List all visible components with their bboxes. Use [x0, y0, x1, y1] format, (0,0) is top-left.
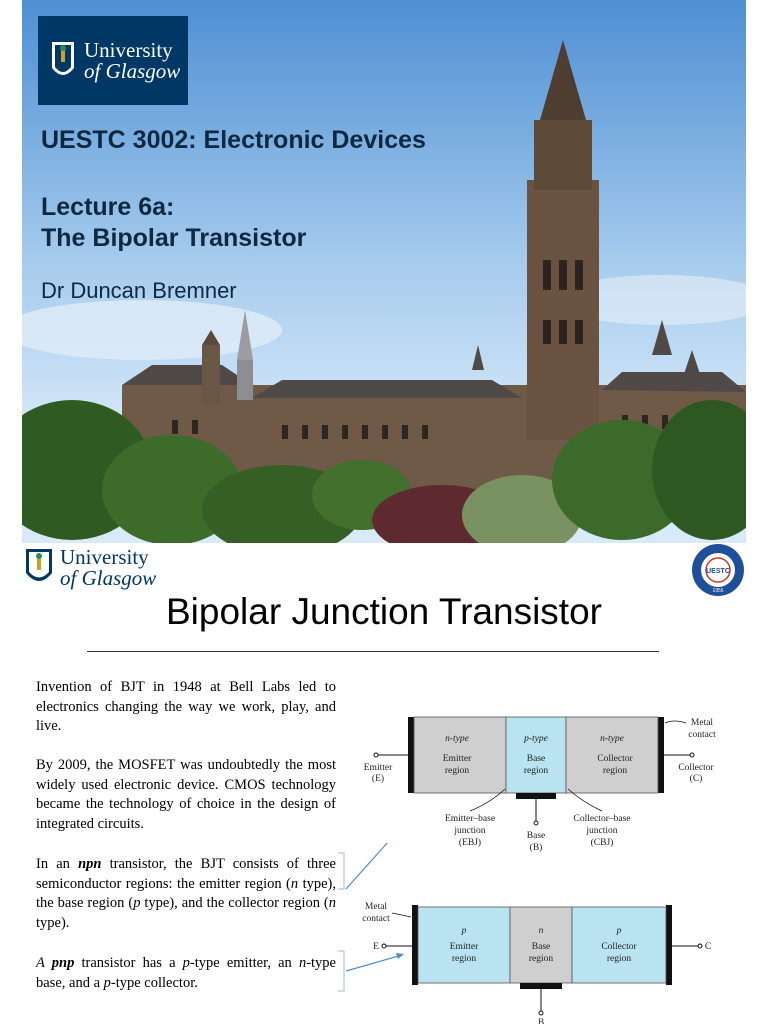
npn-base-type: p-type [523, 734, 548, 744]
pnp-collector-type: p [616, 926, 622, 936]
logo-line1: University [60, 545, 149, 569]
author-name: Dr Duncan Bremner [41, 278, 237, 303]
pnp-collector-region-l2: region [607, 954, 632, 964]
course-title: UESTC 3002: Electronic Devices [41, 126, 426, 154]
cbj-label-l3: (CBJ) [591, 837, 614, 848]
npn-structure: n-type p-type n-type Emitter region Base… [364, 716, 716, 853]
lecture-title: Lecture 6a: The Bipolar Transistor [41, 192, 306, 254]
cbj-label-l1: Collector–base [574, 814, 631, 824]
slide-title: Bipolar Junction Transistor [166, 591, 602, 632]
pnp-emitter-region-l2: region [452, 954, 477, 964]
pnp-base-terminal: B [538, 1018, 544, 1024]
npn-collector-terminal-l1: Collector [678, 763, 714, 773]
seal-text: UESTC [706, 568, 730, 575]
university-logo: University of Glasgow [38, 16, 188, 105]
lecture-number: Lecture 6a: [41, 193, 175, 221]
pnp-structure: p n p Emitter region Base region Collect… [362, 902, 711, 1024]
pnp-emitter-type: p [461, 926, 467, 936]
npn-emitter-region-l1: Emitter [443, 754, 472, 764]
uestc-seal-icon: UESTC 1956 [692, 544, 744, 596]
pnp-emitter-region-l1: Emitter [450, 942, 479, 952]
title-divider [87, 651, 659, 652]
university-logo-small: University of Glasgow [24, 547, 156, 589]
npn-emitter-terminal-l1: Emitter [364, 763, 393, 773]
npn-metal-contact-l1: Metal [691, 718, 714, 728]
npn-collector-terminal-l2: (C) [690, 773, 703, 784]
university-building-photo [22, 40, 746, 543]
ebj-label-l3: (EBJ) [459, 837, 481, 848]
logo-line2: of Glasgow [84, 58, 181, 83]
paragraph-mosfet: By 2009, the MOSFET was undoubtedly the … [36, 757, 336, 832]
logo-line1: University [84, 37, 173, 62]
pnp-emitter-terminal: E [373, 942, 379, 952]
paragraph-pnp: A pnp transistor has a p-type emitter, a… [36, 955, 336, 991]
cbj-label-l2: junction [585, 826, 617, 836]
npn-collector-region-l2: region [603, 766, 628, 776]
connector-arrows [338, 843, 404, 992]
crest-icon [52, 41, 74, 75]
pnp-metal-contact-l2: contact [362, 914, 390, 924]
ebj-label-l1: Emitter–base [445, 814, 495, 824]
pnp-base-region-l2: region [529, 954, 554, 964]
npn-emitter-terminal-l2: (E) [372, 773, 384, 784]
pnp-base-region-l1: Base [532, 942, 550, 952]
pnp-metal-contact-l1: Metal [365, 902, 388, 912]
npn-collector-region-l1: Collector [597, 754, 633, 764]
npn-base-terminal-l2: (B) [530, 842, 543, 853]
lecture-topic: The Bipolar Transistor [41, 224, 307, 252]
title-slide: University of Glasgow UESTC 3002: Electr… [22, 0, 746, 543]
pnp-base-type: n [539, 926, 544, 936]
pnp-collector-terminal: C [705, 942, 711, 952]
ebj-label-l2: junction [453, 826, 485, 836]
paragraph-npn: In an npn transistor, the BJT consists o… [36, 856, 337, 931]
logo-line2: of Glasgow [60, 566, 157, 590]
pnp-collector-region-l1: Collector [601, 942, 637, 952]
bjt-structure-diagram: n-type p-type n-type Emitter region Base… [362, 716, 716, 1024]
npn-emitter-region-l2: region [445, 766, 470, 776]
npn-collector-type: n-type [600, 734, 624, 744]
npn-base-region-l2: region [524, 766, 549, 776]
paragraph-invention: Invention of BJT in 1948 at Bell Labs le… [36, 679, 336, 734]
seal-year: 1956 [712, 588, 723, 594]
crest-icon [26, 549, 52, 581]
npn-base-terminal-l1: Base [527, 831, 545, 841]
npn-emitter-type: n-type [445, 734, 469, 744]
npn-base-region-l1: Base [527, 754, 545, 764]
npn-metal-contact-l2: contact [688, 730, 716, 740]
content-slide: University of Glasgow UESTC 1956 Bipolar… [0, 543, 768, 1024]
